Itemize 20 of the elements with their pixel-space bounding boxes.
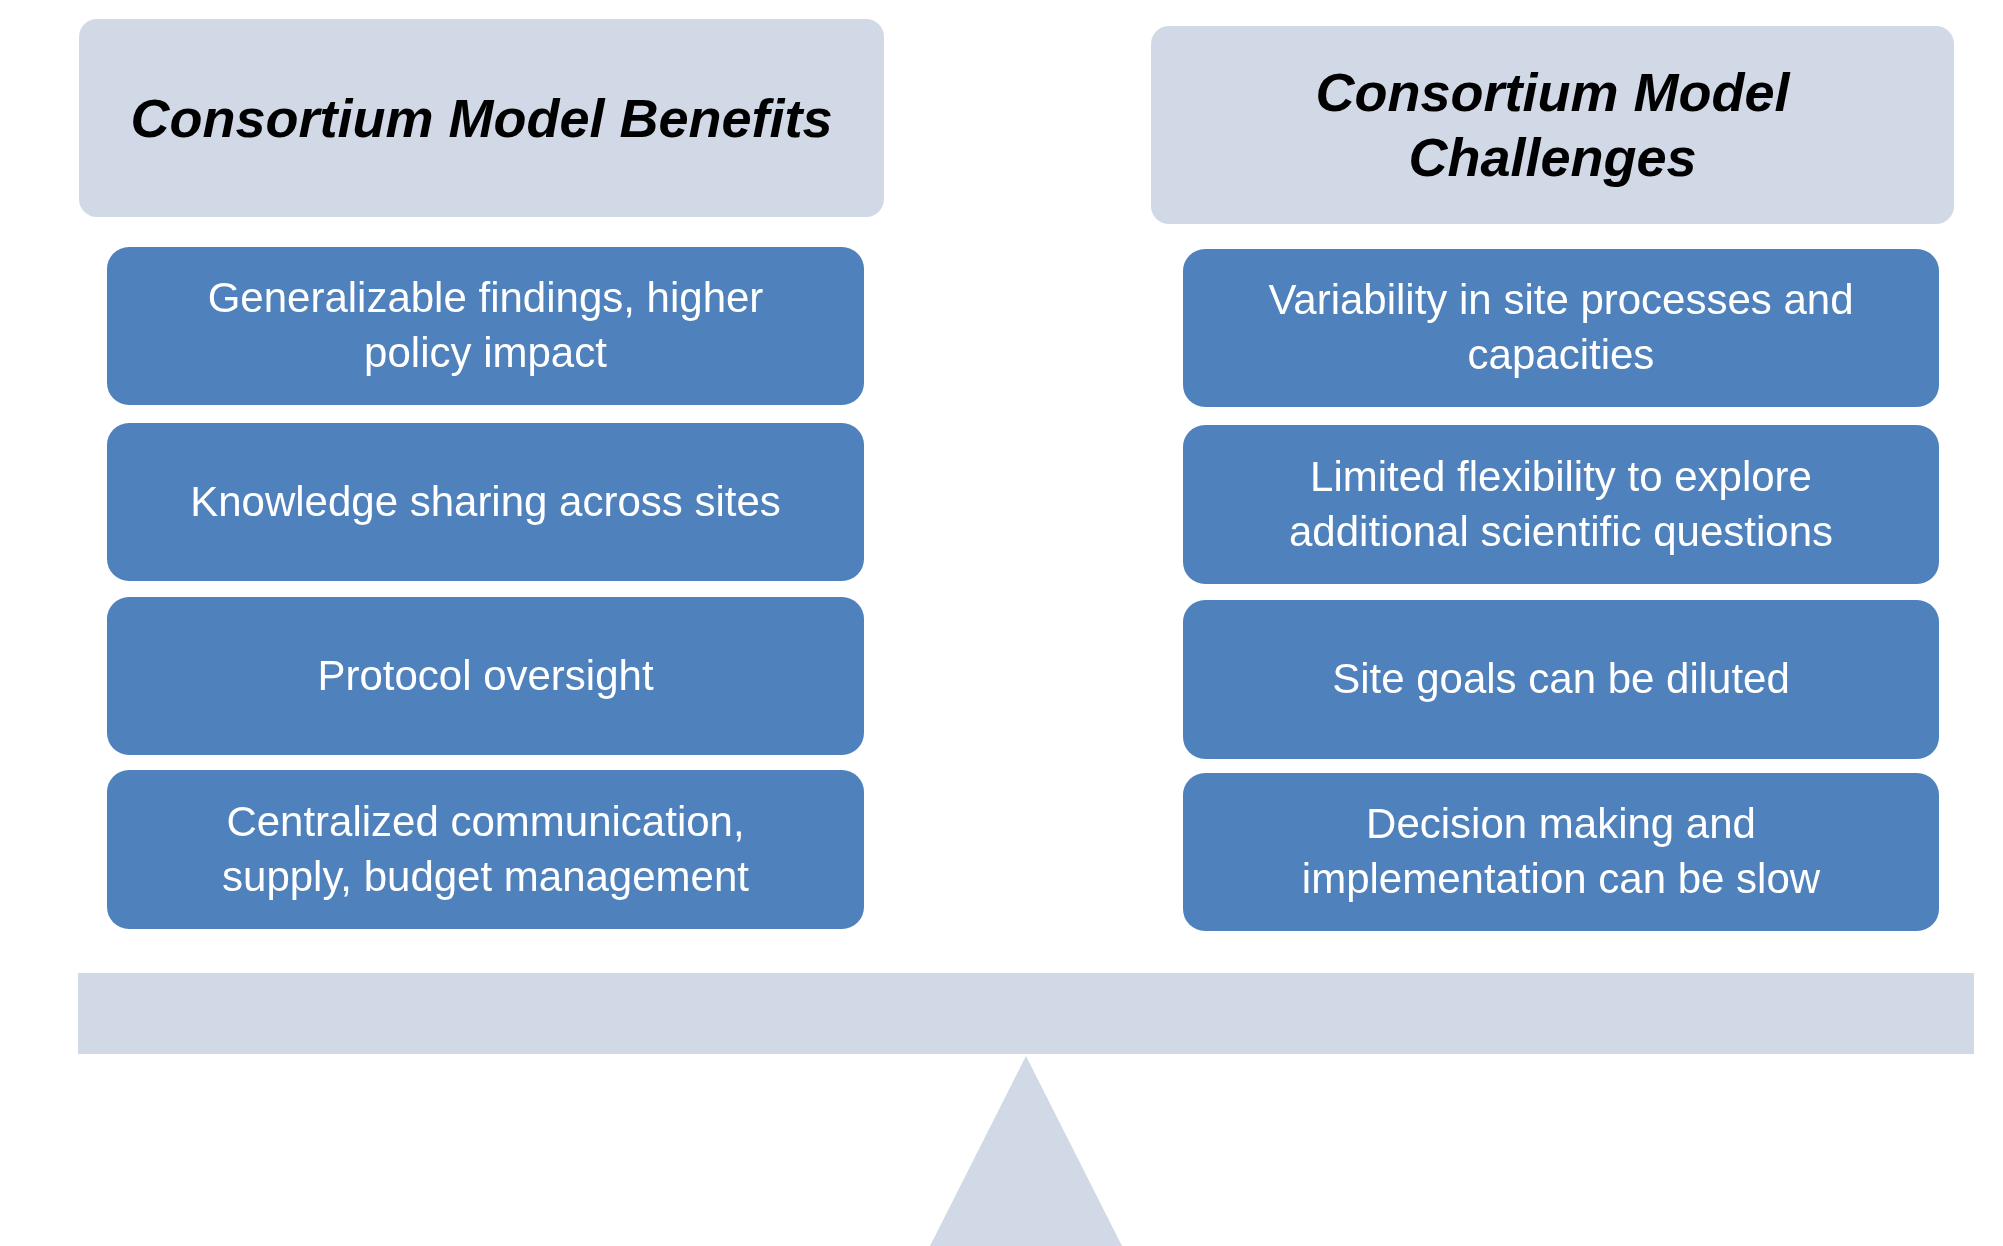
item-text: Limited flexibility to explore additional scientific questions [1288, 451, 1834, 557]
item-text: Generalizable findings, higher policy impact [206, 273, 765, 378]
item-text: Variability in site processes and capacities [1267, 275, 1855, 380]
item-box [107, 770, 864, 929]
item-box [1183, 600, 1939, 759]
item-text: Site goals can be diluted [1332, 654, 1790, 705]
item-box [107, 247, 864, 405]
item-box [1183, 773, 1939, 931]
heading-box [1151, 26, 1954, 224]
heading-text: Consortium Model Benefits [130, 86, 833, 150]
heading-text: Consortium Model Challenges [1314, 61, 1792, 189]
item-text: Centralized communication, supply, budget management [221, 796, 750, 902]
item-box [107, 597, 864, 755]
item-text: Protocol oversight [317, 650, 654, 701]
item-text: Knowledge sharing across sites [190, 476, 781, 527]
heading-box [79, 19, 884, 217]
item-box [107, 423, 864, 581]
item-box [1183, 249, 1939, 407]
item-text: Decision making and implementation can be slow [1300, 799, 1822, 904]
item-box [1183, 425, 1939, 584]
